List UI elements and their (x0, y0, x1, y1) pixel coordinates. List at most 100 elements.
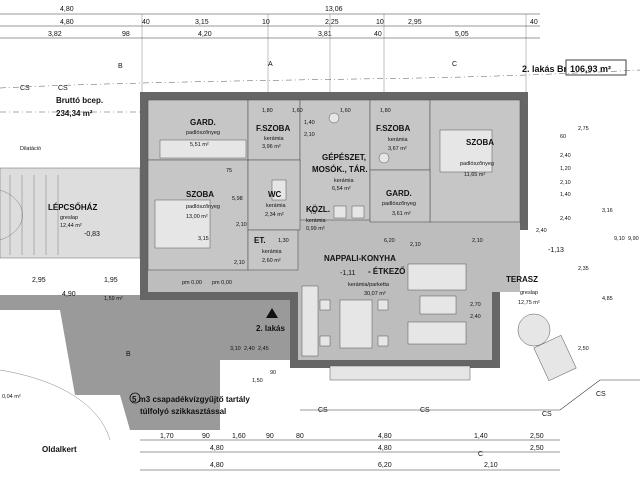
idim-36: 2,35 (578, 266, 589, 272)
fdim-1-7: 2,50 (530, 433, 544, 440)
interior-dimensions: 1,80 1,60 1,60 1,80 1,40 2,10 75 5,98 3,… (32, 108, 639, 384)
garden-label: Oldalkert (42, 445, 77, 454)
dim-r2-f: 5,05 (455, 31, 469, 38)
bottom-dimensions: 1,70 90 1,60 90 80 4,80 1,40 2,50 4,80 4… (140, 433, 560, 471)
room-szoba1-area: 13,00 m² (186, 214, 208, 220)
dim-r2-e: 40 (374, 31, 382, 38)
apartment-label: 2. lakás Br.: (522, 64, 572, 74)
room-wc-floor: kerámia (266, 203, 287, 209)
idim-14: 2,10 (236, 222, 247, 228)
fdim-1-4: 80 (296, 433, 304, 440)
room-gepeszet-floor: kerámia (334, 178, 355, 184)
idim-24: 90 (270, 370, 276, 376)
room-szoba1-name: SZOBA (186, 190, 214, 199)
room-terasz-name: TERASZ (506, 275, 538, 284)
tank-line1: 5 m3 csapadékvízgyűjtő tartály (132, 395, 250, 404)
idim-28: 2,40 (560, 153, 571, 159)
curve-line (0, 369, 111, 441)
idim-27: 1,20 (560, 166, 571, 172)
idim-39: 2,50 (578, 346, 589, 352)
axis-mark-b1: B (118, 63, 123, 70)
room-szoba2-floor: padlószőnyeg (460, 161, 494, 167)
idim-15: 1,95 (104, 277, 118, 284)
room-kozl-floor: kerámia (306, 218, 327, 224)
brutto-value: 234,34 m² (56, 109, 93, 118)
room-lepcsohaz-area: 12,44 m² (60, 223, 82, 229)
axis-mark-c1: C (452, 61, 457, 68)
dim-r2-b: 98 (122, 31, 130, 38)
room-lepcsohaz-floor: greslap (60, 215, 78, 221)
brutto-label: Bruttó bcep. (56, 96, 103, 105)
idim-3: 1,80 (380, 108, 391, 114)
axis-mark-cs1: CS (318, 407, 328, 414)
fdim-1-0: 1,70 (160, 433, 174, 440)
axis-mark-cs4: CS (596, 391, 606, 398)
dim-r1-g: 2,95 (408, 19, 422, 26)
room-gard1-area: 5,51 m² (190, 142, 209, 148)
dim-top-total: 13,06 (325, 6, 343, 13)
fdim-2-2: 2,50 (530, 445, 544, 452)
idim-20: 3,10 (230, 346, 241, 352)
room-gepeszet-area: 6,54 m² (332, 186, 351, 192)
fdim-1-5: 4,80 (378, 433, 392, 440)
dim-r1-d: 10 (262, 19, 270, 26)
fdim-3-1: 6,20 (378, 462, 392, 469)
dim-r2-a: 3,82 (48, 31, 62, 38)
room-fszoba1-floor: kerámia (264, 136, 285, 142)
idim-23: 1,50 (252, 378, 263, 384)
room-nappali-name2: - ÉTKEZŐ (368, 267, 405, 276)
room-szoba2-name: SZOBA (466, 138, 494, 147)
room-et-area: 2,60 m² (262, 258, 281, 264)
room-gepeszet-name: GÉPÉSZET, (322, 153, 366, 162)
room-szoba1-floor: padlószőnyeg (186, 204, 220, 210)
fdim-1-1: 90 (202, 433, 210, 440)
room-wc-area: 2,34 m² (265, 212, 284, 218)
idim-9: 2,10 (234, 260, 245, 266)
room-nappali-floor: kerámia/parketta (348, 282, 390, 288)
idim-0: 1,80 (262, 108, 273, 114)
axis-mark-cs5: CS (20, 85, 30, 92)
dim-r2-d: 3,81 (318, 31, 332, 38)
room-nappali-area: 30,07 m² (364, 291, 386, 297)
fdim-3-2: 2,10 (484, 462, 498, 469)
dilatacio-label: Dilatáció (20, 146, 41, 152)
room-gard2-area: 3,61 m² (392, 211, 411, 217)
axis-mark-cs6: CS (58, 85, 68, 92)
staircase (0, 167, 141, 259)
room-terasz-floor: greslap (520, 290, 538, 296)
room-szoba2-area: 11,65 m² (464, 172, 485, 178)
fdim-1-6: 1,40 (474, 433, 488, 440)
dim-r1-a: 4,80 (60, 19, 74, 26)
axis-mark-c2: C (478, 451, 483, 458)
room-gard1-name: GARD. (190, 118, 216, 127)
fdim-3-0: 4,80 (210, 462, 224, 469)
idim-22: 2,45 (258, 346, 269, 352)
room-nappali-name: NAPPALI-KONYHA (324, 254, 396, 263)
room-fszoba2-name: F.SZOBA (376, 124, 410, 133)
dim-r1-f: 10 (376, 19, 384, 26)
idim-37: 2,75 (578, 126, 589, 132)
level-a: -1,11 (340, 270, 356, 277)
idim-29: 2,10 (560, 180, 571, 186)
idim-19: 2,40 (470, 314, 481, 320)
room-fszoba2-floor: kerámia (388, 137, 409, 143)
dim-top-left: 4,80 (60, 6, 74, 13)
pm-label-1: pm 0,00 (182, 280, 202, 286)
axis-mark-cs2: CS (420, 407, 430, 414)
fdim-1-2: 1,60 (232, 433, 246, 440)
pm-label-2: pm 0,00 (212, 280, 232, 286)
room-et-floor: kerámia (262, 249, 283, 255)
idim-5: 2,10 (304, 132, 315, 138)
idim-10: 2,10 (410, 242, 421, 248)
dim-r2-c: 4,20 (198, 31, 212, 38)
left-corner-area: 0,04 m² (2, 394, 21, 400)
idim-12: 2,10 (472, 238, 483, 244)
tank-icon (129, 392, 141, 404)
axis-mark-b2: B (126, 351, 131, 358)
room-kozl-name: KÖZL. (306, 205, 330, 214)
fdim-2-1: 4,80 (378, 445, 392, 452)
dim-r1-h: 40 (530, 19, 538, 26)
axis-mark-a: A (268, 61, 273, 68)
idim-38: 2,40 (560, 216, 571, 222)
